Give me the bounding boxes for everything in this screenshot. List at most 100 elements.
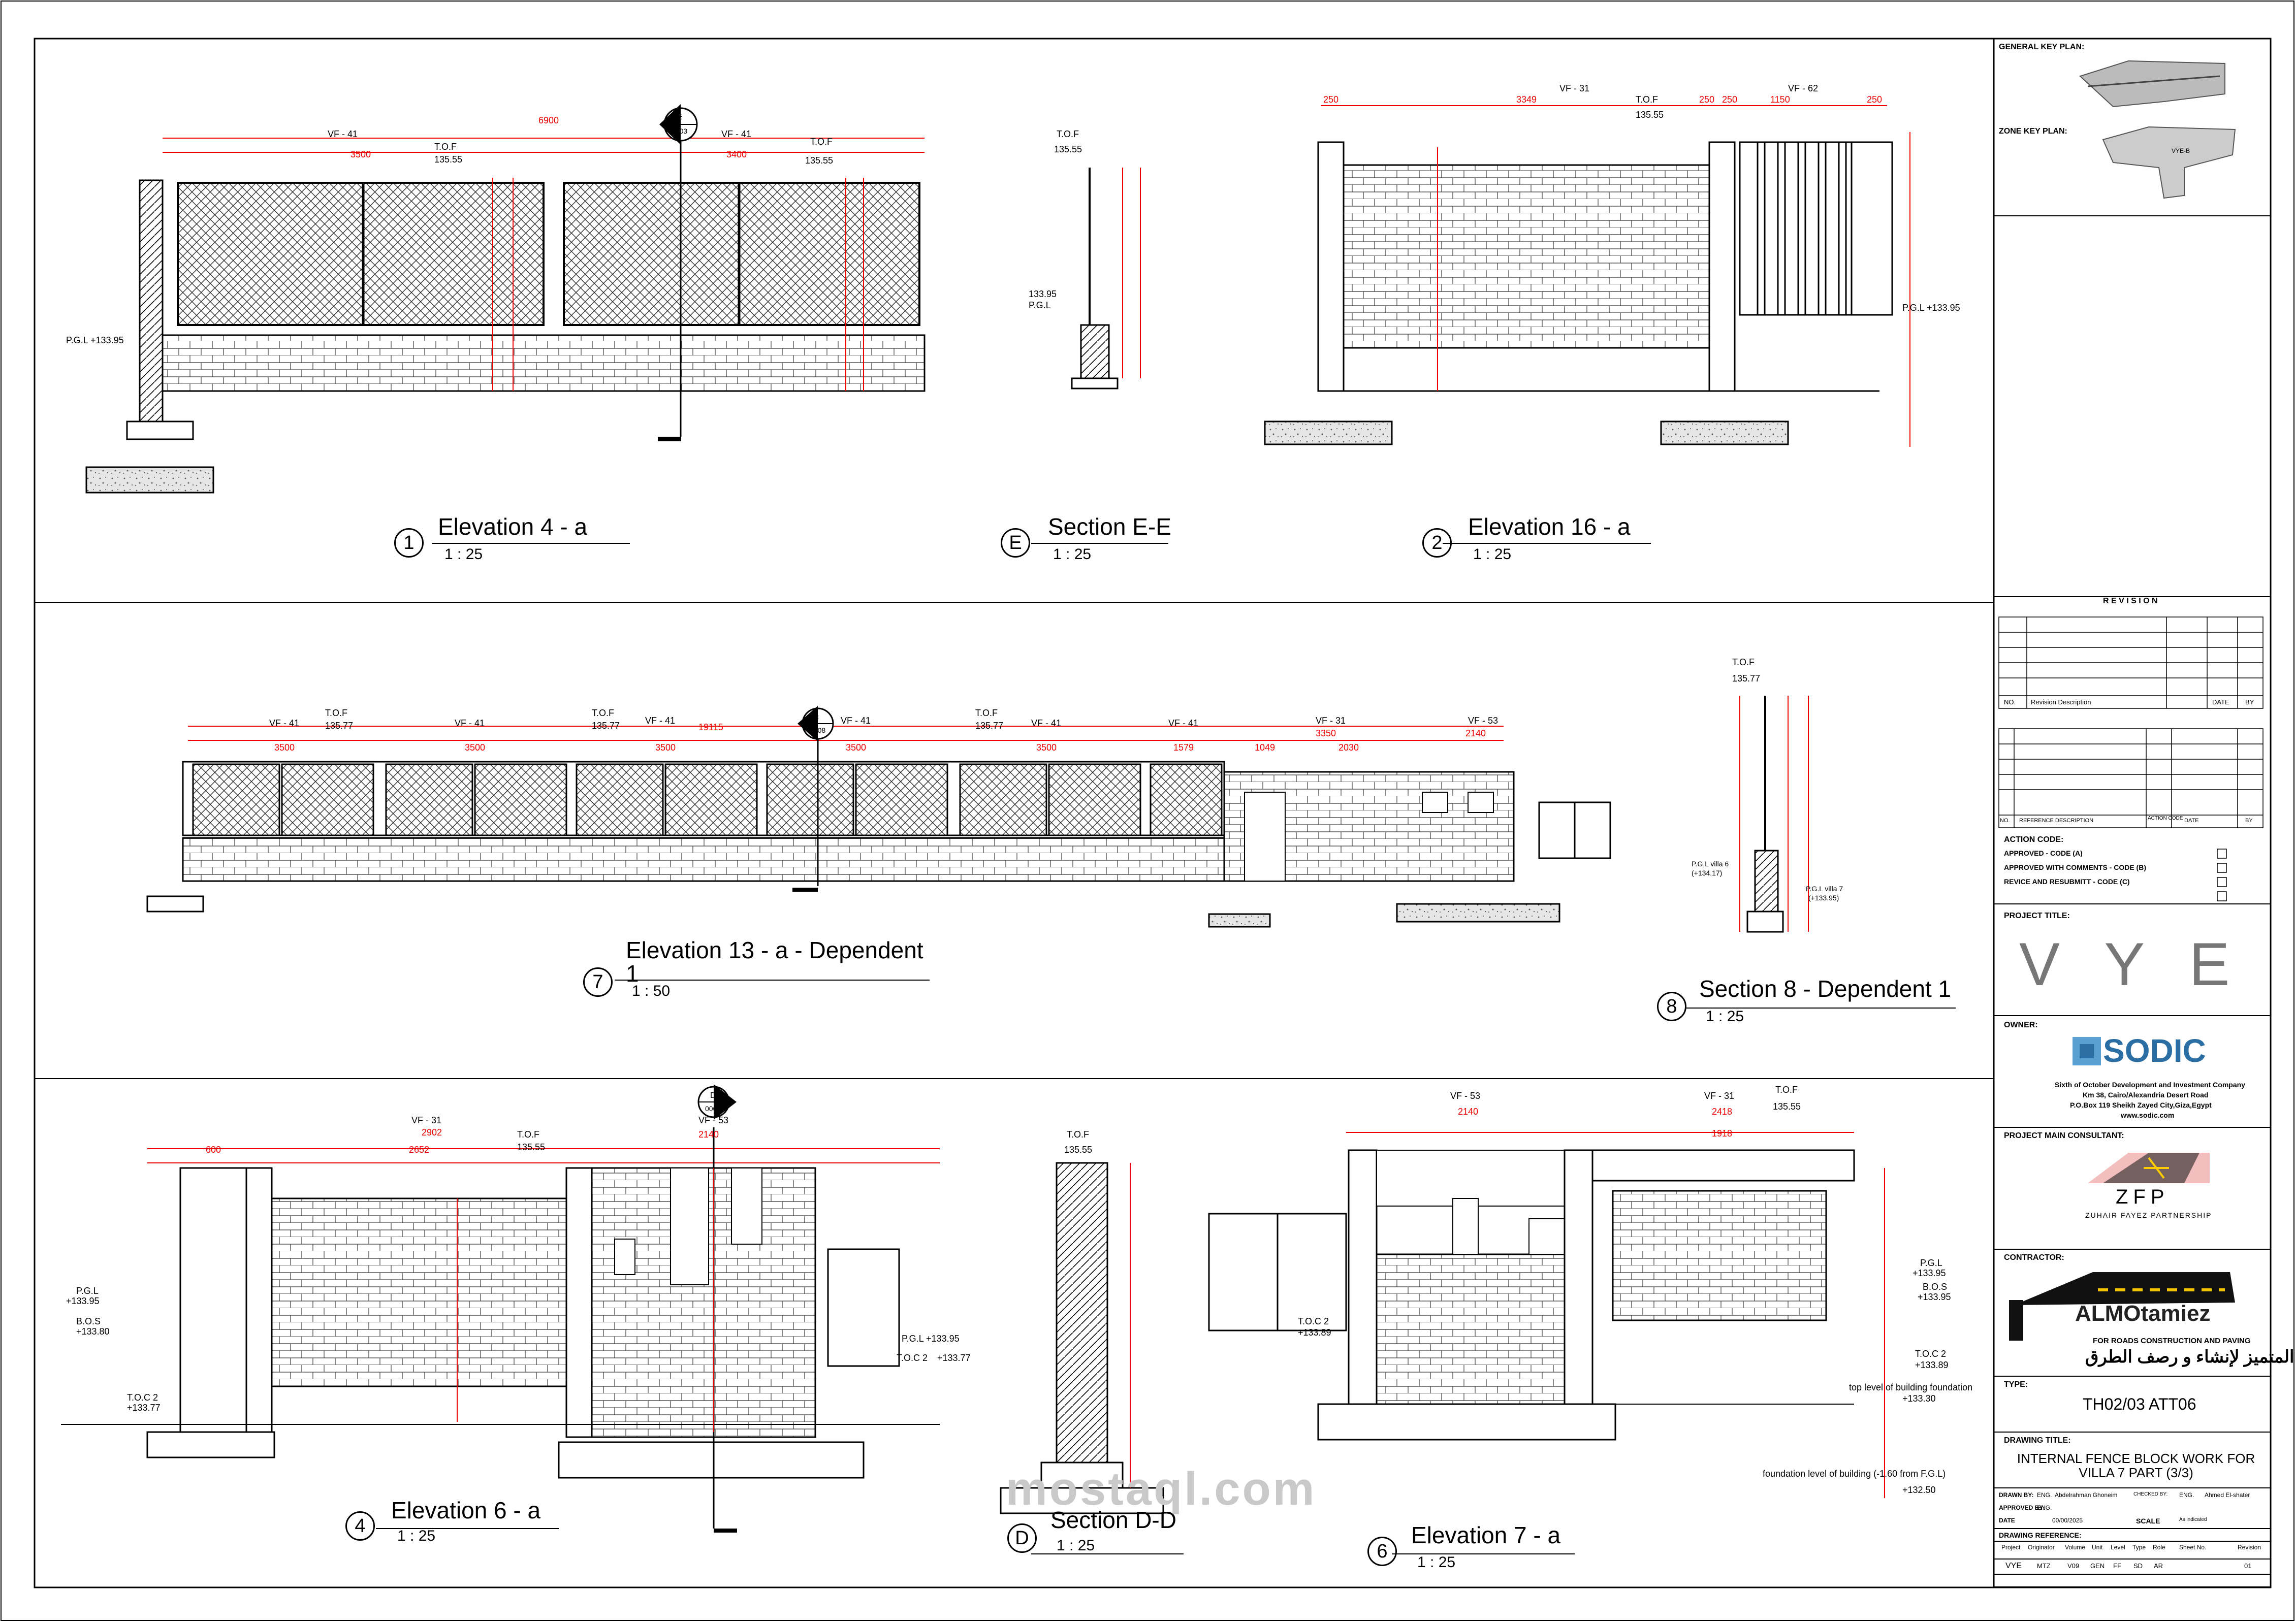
e6-dim-total: 2902 [422,1127,442,1138]
e13-dim-6: 1579 [1173,742,1194,753]
e4-tof-b-val: 135.55 [805,155,833,166]
view-scale-1: 1 : 25 [444,546,483,563]
checked-by-name: Ahmed El-shater [2205,1491,2250,1499]
view-scale-4: 1 : 25 [397,1528,436,1544]
elevation-4a [85,117,926,494]
watermark: mostaql.com [1006,1463,1317,1515]
e13-tof-2-val: 135.77 [592,721,620,731]
see-pgl: P.G.L [1029,300,1051,310]
e13-vf31: VF - 31 [1316,716,1346,726]
rev-col-date: DATE [2212,698,2229,706]
ref-v-revision: 01 [2244,1562,2252,1570]
e7-vf53: VF - 53 [1450,1091,1480,1101]
e16-dim-f: 250 [1867,94,1882,105]
sec-e-ref: 0003 [672,127,687,135]
view-scale-e: 1 : 25 [1053,546,1092,563]
view-title-elevation-4a: Elevation 4 - a [438,513,588,540]
e13-tof-1: T.O.F [325,708,347,718]
e6-pgl-val: +133.95 [66,1296,100,1306]
see-pgl-val: 133.95 [1029,289,1057,299]
elevation-13a [146,726,1611,928]
e7-dim-b: 2418 [1712,1107,1732,1117]
view-number-7: 7 [583,967,613,997]
s8-pgl-v7-val: (+133.95) [1808,894,1839,902]
s8-pgl-v6: P.G.L villa 6 [1692,860,1729,868]
ref-h-role: Role [2153,1544,2165,1551]
e7-toc-r: T.O.C 2 [1915,1349,1946,1359]
ref-col-no: NO. [2000,818,2010,824]
e7-pgl: P.G.L [1920,1258,1942,1268]
e7-toc-val: +133.89 [1298,1327,1331,1338]
ref-col-by: BY [2245,818,2253,824]
e16-dim-e: 250 [1722,94,1737,105]
zfp-subtitle: ZUHAIR FAYEZ PARTNERSHIP [2085,1211,2212,1219]
action-code-label: ACTION CODE: [2004,835,2064,844]
ref-h-sheet: Sheet No. [2179,1544,2207,1551]
ref-v-project: VYE [2005,1562,2022,1570]
e13-vf53: VF - 53 [1468,716,1498,726]
scale-label: SCALE [2136,1517,2160,1525]
section-marker-8 [798,706,834,741]
e6-tof-val: 135.55 [517,1142,545,1152]
e6-dim-a: 600 [206,1145,221,1155]
drawing-reference-label: DRAWING REFERENCE: [1999,1531,2082,1539]
view-number-1: 1 [394,528,424,558]
type-value: TH02/03 ATT06 [2083,1395,2196,1413]
elevation-7a [1208,1132,1885,1498]
owner-line-1: Sixth of October Development and Investm… [2055,1081,2245,1089]
zone-key-plan-label: ZONE KEY PLAN: [1999,127,2067,136]
sec-8-ref: 0008 [810,726,825,734]
view-number-8: 8 [1657,992,1686,1021]
ref-col-date: DATE [2184,818,2199,824]
ref-v-originator: MTZ [2037,1562,2051,1570]
section-8 [1739,696,1809,933]
e7-dim-a: 2140 [1458,1107,1478,1117]
e13-dim-8: 2030 [1338,742,1359,753]
section-marker-d [697,1084,737,1120]
section-ee [1071,168,1141,389]
zfp-logo-image [2088,1153,2210,1183]
general-key-plan-image [2079,60,2225,108]
revision-grid [1998,616,2264,828]
e16-vf31: VF - 31 [1559,83,1589,93]
view-scale-d: 1 : 25 [1057,1537,1095,1554]
drawn-by-name: Abdelrahman Ghoneim [2055,1491,2118,1499]
owner-line-2: Km 38, Cairo/Alexandria Desert Road [2083,1091,2209,1099]
project-name: V Y E [2019,930,2244,998]
zone-key-plan-tag: VYE-B [2172,147,2190,154]
e4-dim-total: 6900 [538,115,559,125]
view-title-section-ee: Section E-E [1048,513,1171,540]
e7-dim-c: 1918 [1712,1128,1732,1139]
ref-h-project: Project [2001,1544,2021,1551]
e7-vf31: VF - 31 [1704,1091,1734,1101]
view-title-elevation-6a: Elevation 6 - a [391,1497,541,1523]
e13-vf41-b: VF - 41 [455,718,485,728]
zone-key-plan-image [2102,126,2236,199]
e4-pgl: P.G.L +133.95 [66,335,124,345]
e13-tof-1-val: 135.77 [325,721,353,731]
e4-vf41-a: VF - 41 [328,129,358,139]
e7-tof-val: 135.55 [1773,1101,1801,1112]
e13-dim-10: 2140 [1465,728,1486,738]
owner-line-3: P.O.Box 119 Sheikh Zayed City,Giza,Egypt [2070,1101,2212,1109]
ref-h-volume: Volume [2065,1544,2086,1551]
e6-toc-val: +133.77 [127,1403,161,1413]
e13-vf41-d: VF - 41 [841,716,871,726]
s8-tof-val: 135.77 [1732,673,1760,684]
e7-top-found-val: +133.30 [1902,1393,1936,1404]
e16-tof-val: 135.55 [1636,110,1664,120]
sdd-tof: T.O.F [1067,1129,1089,1140]
ref-v-level: FF [2113,1562,2121,1570]
ref-col-action: ACTION CODE [2148,816,2183,821]
contractor-label: CONTRACTOR: [2004,1253,2064,1262]
drawn-by-eng: ENG. [2037,1491,2052,1499]
checked-by-eng: ENG. [2179,1491,2194,1499]
ref-v-role: AR [2154,1562,2163,1570]
elevation-6a [61,1127,940,1533]
section-dd [1000,1162,1164,1514]
rev-col-by: BY [2245,698,2254,706]
e16-dim-c: 250 [1699,94,1714,105]
e16-dim-b: 3349 [1516,94,1537,105]
approved-by-eng: ENG. [2037,1504,2052,1511]
